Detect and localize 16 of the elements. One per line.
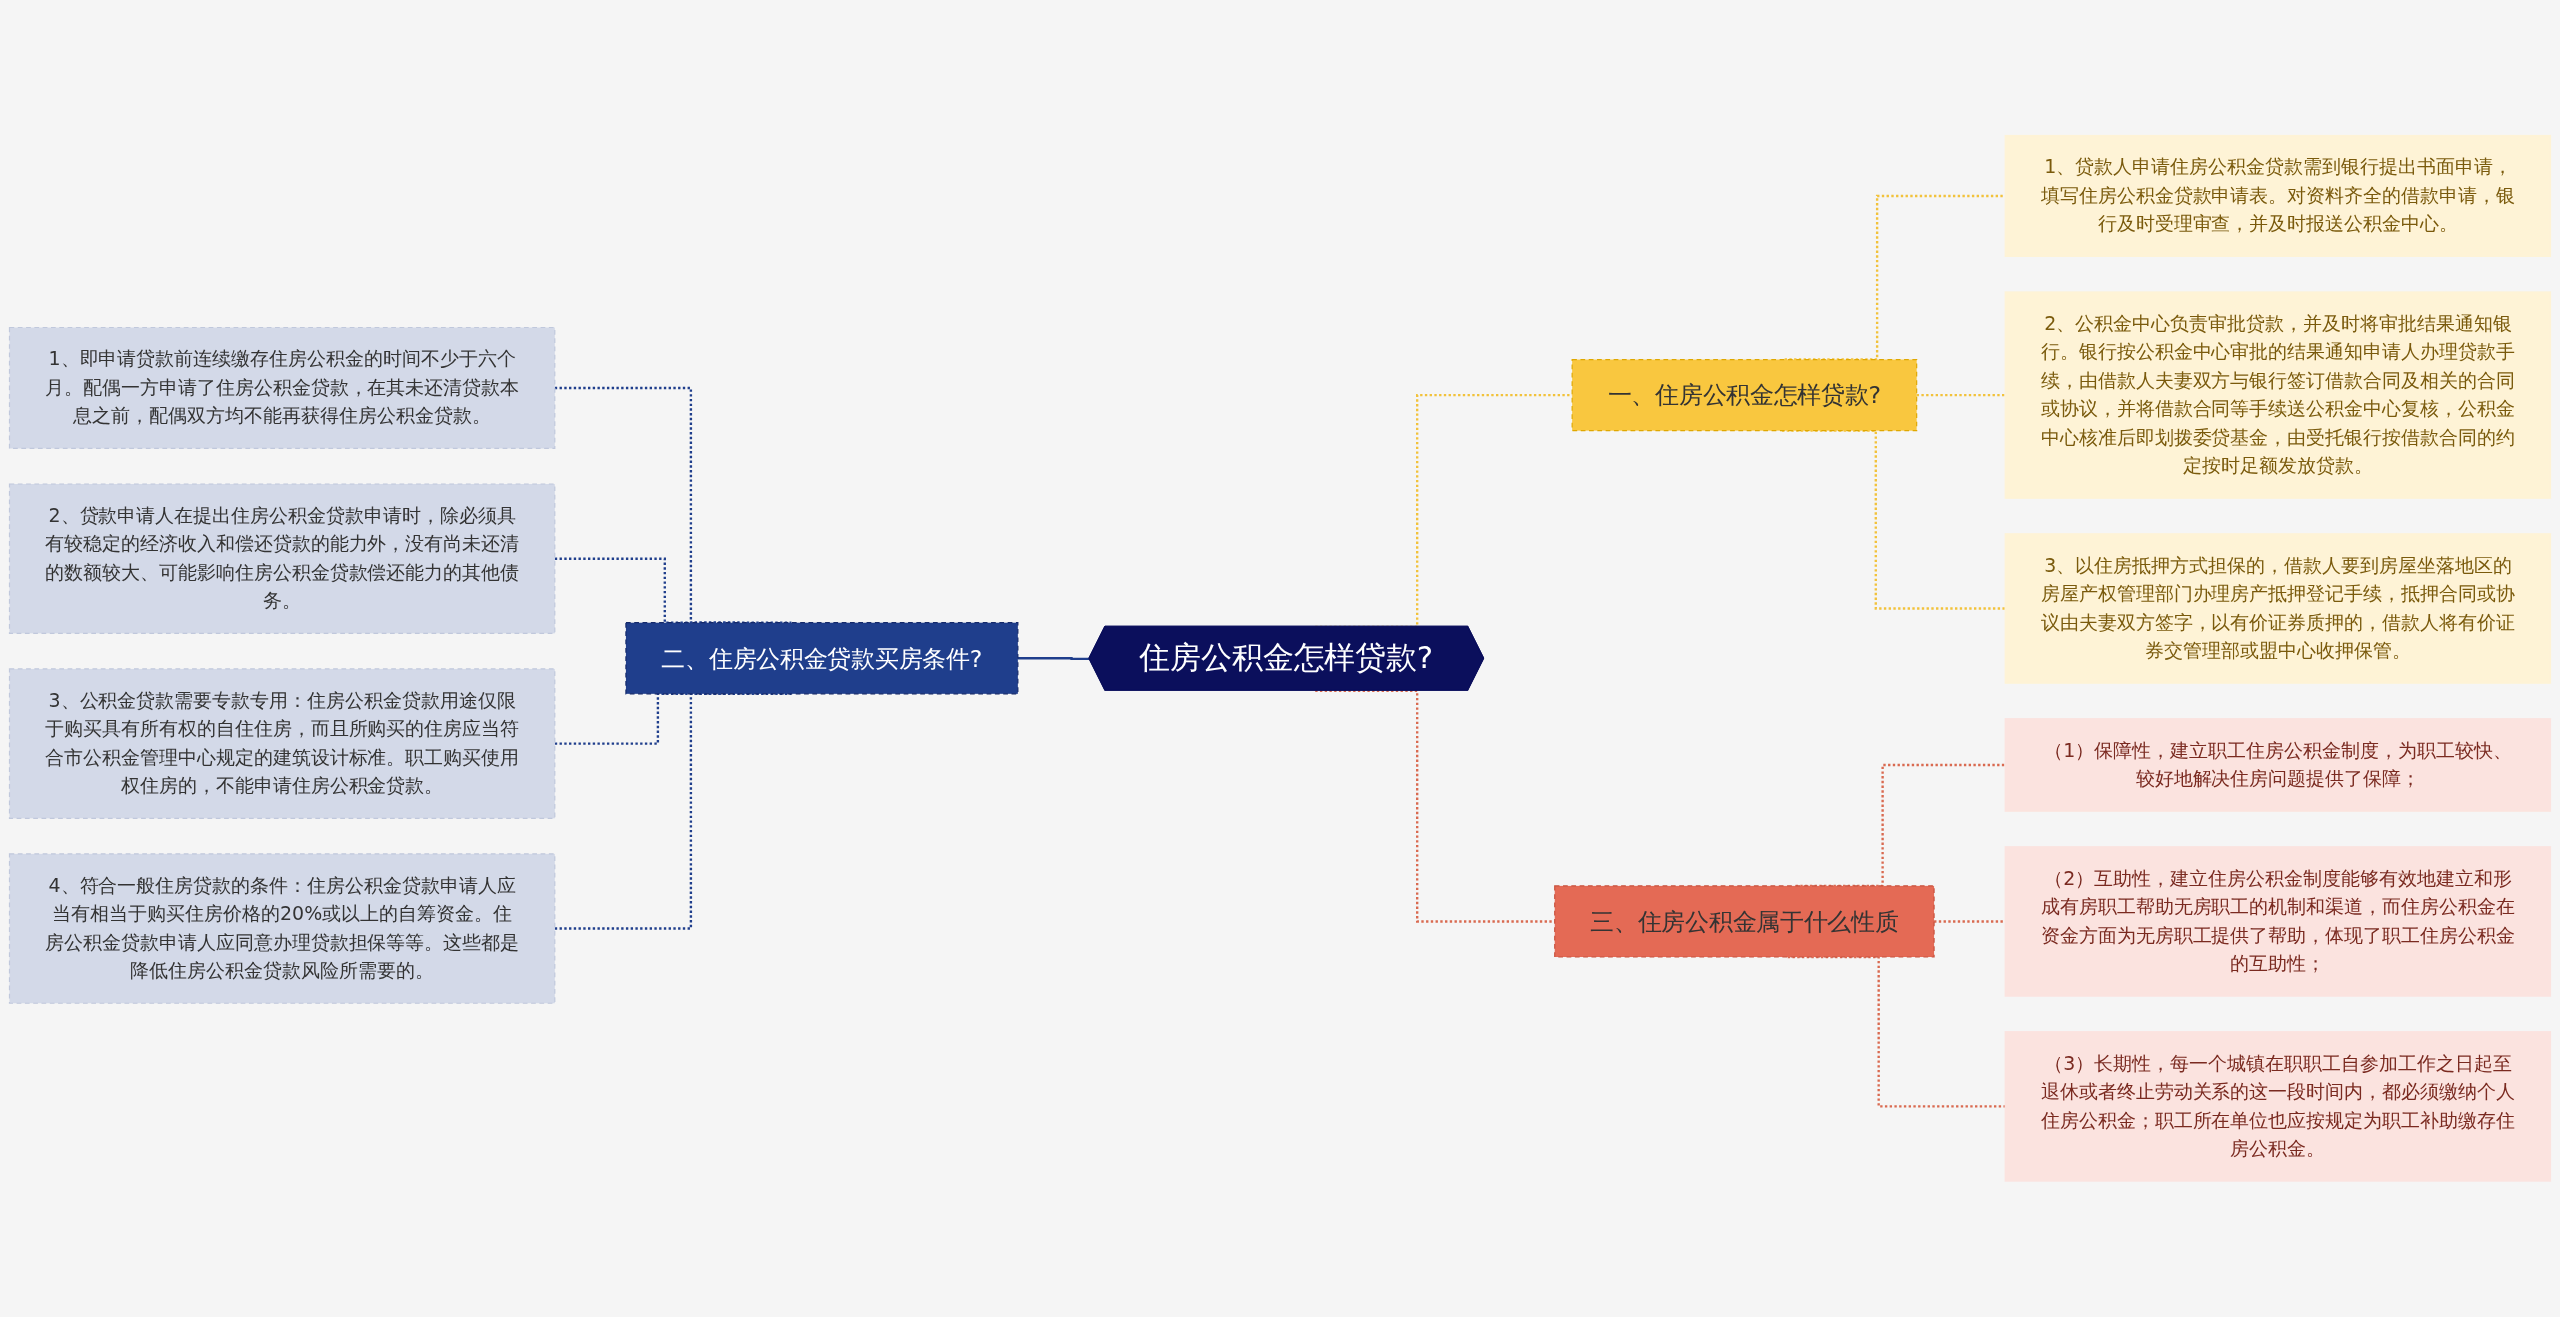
node-box: 二、住房公积金贷款买房条件?	[625, 622, 1019, 695]
node-box: 1、贷款人申请住房公积金贷款需到银行提出书面申请，填写住房公积金贷款申请表。对资料齐全的借款申请，银行及时受理审查，并及时报送公积金中心。	[2004, 135, 2552, 258]
node-box: 一、住房公积金怎样贷款?	[1571, 359, 1918, 432]
node-box: 4、符合一般住房贷款的条件：住房公积金贷款申请人应当有相当于购买住房价格的20%或以上的自筹资金。住房公积金贷款申请人应同意办理贷款担保等等。这些都是降低住房公积金贷款风险所需要的。	[8, 853, 556, 1005]
node-box: 三、住房公积金属于什么性质	[1554, 885, 1935, 958]
node-box: 1、即申请贷款前连续缴存住房公积金的时间不少于六个月。配偶一方申请了住房公积金贷款，在其未还清贷款本息之前，配偶双方均不能再获得住房公积金贷款。	[8, 327, 556, 450]
node-box: 3、以住房抵押方式担保的，借款人要到房屋坐落地区的房屋产权管理部门办理房产抵押登记手续，抵押合同或协议由夫妻双方签字，以有价证券质押的，借款人将有价证券交管理部或盟中心收押保管。	[2004, 533, 2552, 684]
node-box: （1）保障性，建立职工住房公积金制度，为职工较快、较好地解决住房问题提供了保障；	[2004, 718, 2552, 812]
node-box: 2、贷款申请人在提出住房公积金贷款申请时，除必须具有较稳定的经济收入和偿还贷款的能力外，没有尚未还清的数额较大、可能影响住房公积金贷款偿还能力的其他债务。	[8, 483, 556, 635]
connector	[1795, 764, 2006, 888]
node-box: 3、公积金贷款需要专款专用：住房公积金贷款用途仅限于购买具有所有权的自住住房，而且所购买的住房应当符合市公积金管理中心规定的建筑设计标准。职工购买使用权住房的，不能申请住房公积金贷款。	[8, 668, 556, 820]
node-box: （3）长期性，每一个城镇在职职工自参加工作之日起至退休或者终止劳动关系的这一段时间内，都必须缴纳个人住房公积金；职工所在单位也应按规定为职工补助缴存住房公积金。	[2004, 1031, 2552, 1182]
connector	[1017, 657, 1090, 661]
node-box: （2）互助性，建立住房公积金制度能够有效地建立和形成有房职工帮助无房职工的机制和渠道，而住房公积金在资金方面为无房职工提供了帮助，体现了职工住房公积金的互助性；	[2004, 846, 2552, 997]
node-box: 2、公积金中心负责审批贷款，并及时将审批结果通知银行。银行按公积金中心审批的结果通知申请人办理贷款手续，由借款人夫妻双方与银行签订借款合同及相关的合同或协议，并将借款合同等手续送公积金中心复核，公积金中心核准后即划拨委贷基金，由受托银行按借款合同的约定按时足额发放贷款。	[2004, 291, 2552, 500]
connector	[1916, 394, 2006, 397]
